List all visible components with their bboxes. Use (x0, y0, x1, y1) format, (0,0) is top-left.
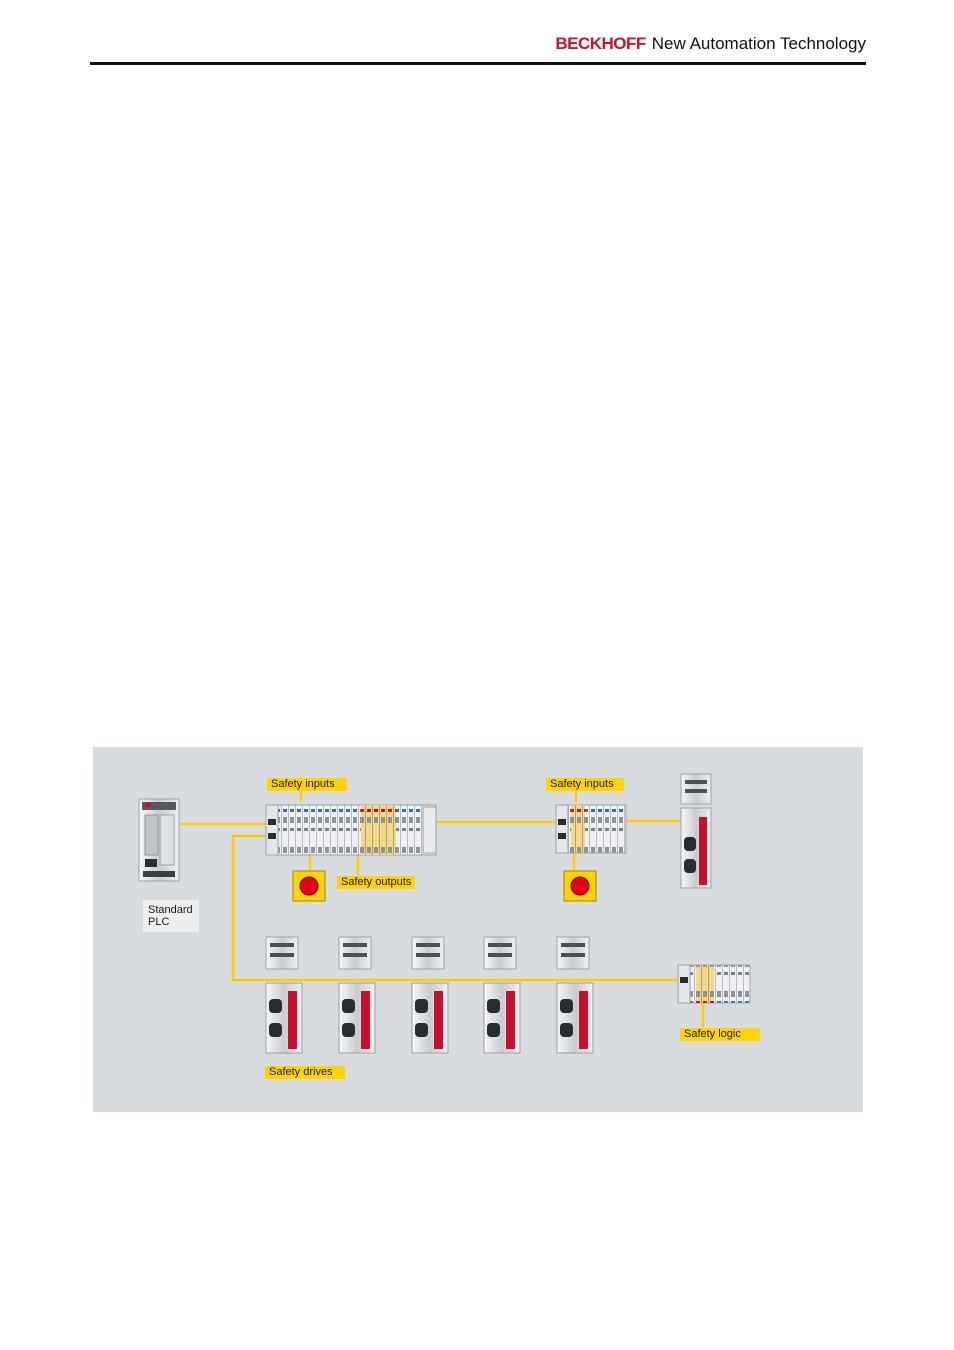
label-standard-plc: Standard PLC (143, 900, 199, 932)
safety-drive-1 (265, 936, 303, 1054)
standard-plc-device (138, 798, 180, 882)
safety-io-terminal-strip-1 (265, 804, 437, 856)
safety-drive-3 (411, 936, 449, 1054)
safety-io-terminal-strip-2 (555, 804, 627, 854)
servo-drive-top-right (680, 773, 712, 889)
label-safety-outputs: Safety outputs (337, 876, 415, 889)
safety-logic-terminal-strip (677, 964, 751, 1004)
brand-name: BECKHOFF (555, 34, 646, 53)
safety-drive-2 (338, 936, 376, 1054)
emergency-stop-button-1 (292, 870, 326, 902)
label-standard-plc-line2: PLC (148, 916, 170, 928)
label-safety-inputs-2: Safety inputs (546, 778, 624, 791)
label-safety-logic: Safety logic (680, 1028, 760, 1041)
label-standard-plc-line1: Standard (148, 904, 193, 916)
page-header: BECKHOFF New Automation Technology (90, 30, 866, 66)
brand-logo: BECKHOFF New Automation Technology (555, 34, 866, 54)
safety-drive-5 (556, 936, 594, 1054)
label-safety-inputs-1: Safety inputs (267, 778, 347, 791)
label-safety-drives: Safety drives (265, 1066, 345, 1079)
diagram-graphics (138, 773, 751, 1055)
emergency-stop-button-2 (563, 870, 597, 902)
safety-network-diagram: Safety inputs Safety inputs Safety outpu… (93, 747, 863, 1112)
brand-tagline: New Automation Technology (651, 34, 866, 53)
header-rule (90, 62, 866, 65)
safety-drive-4 (483, 936, 521, 1054)
